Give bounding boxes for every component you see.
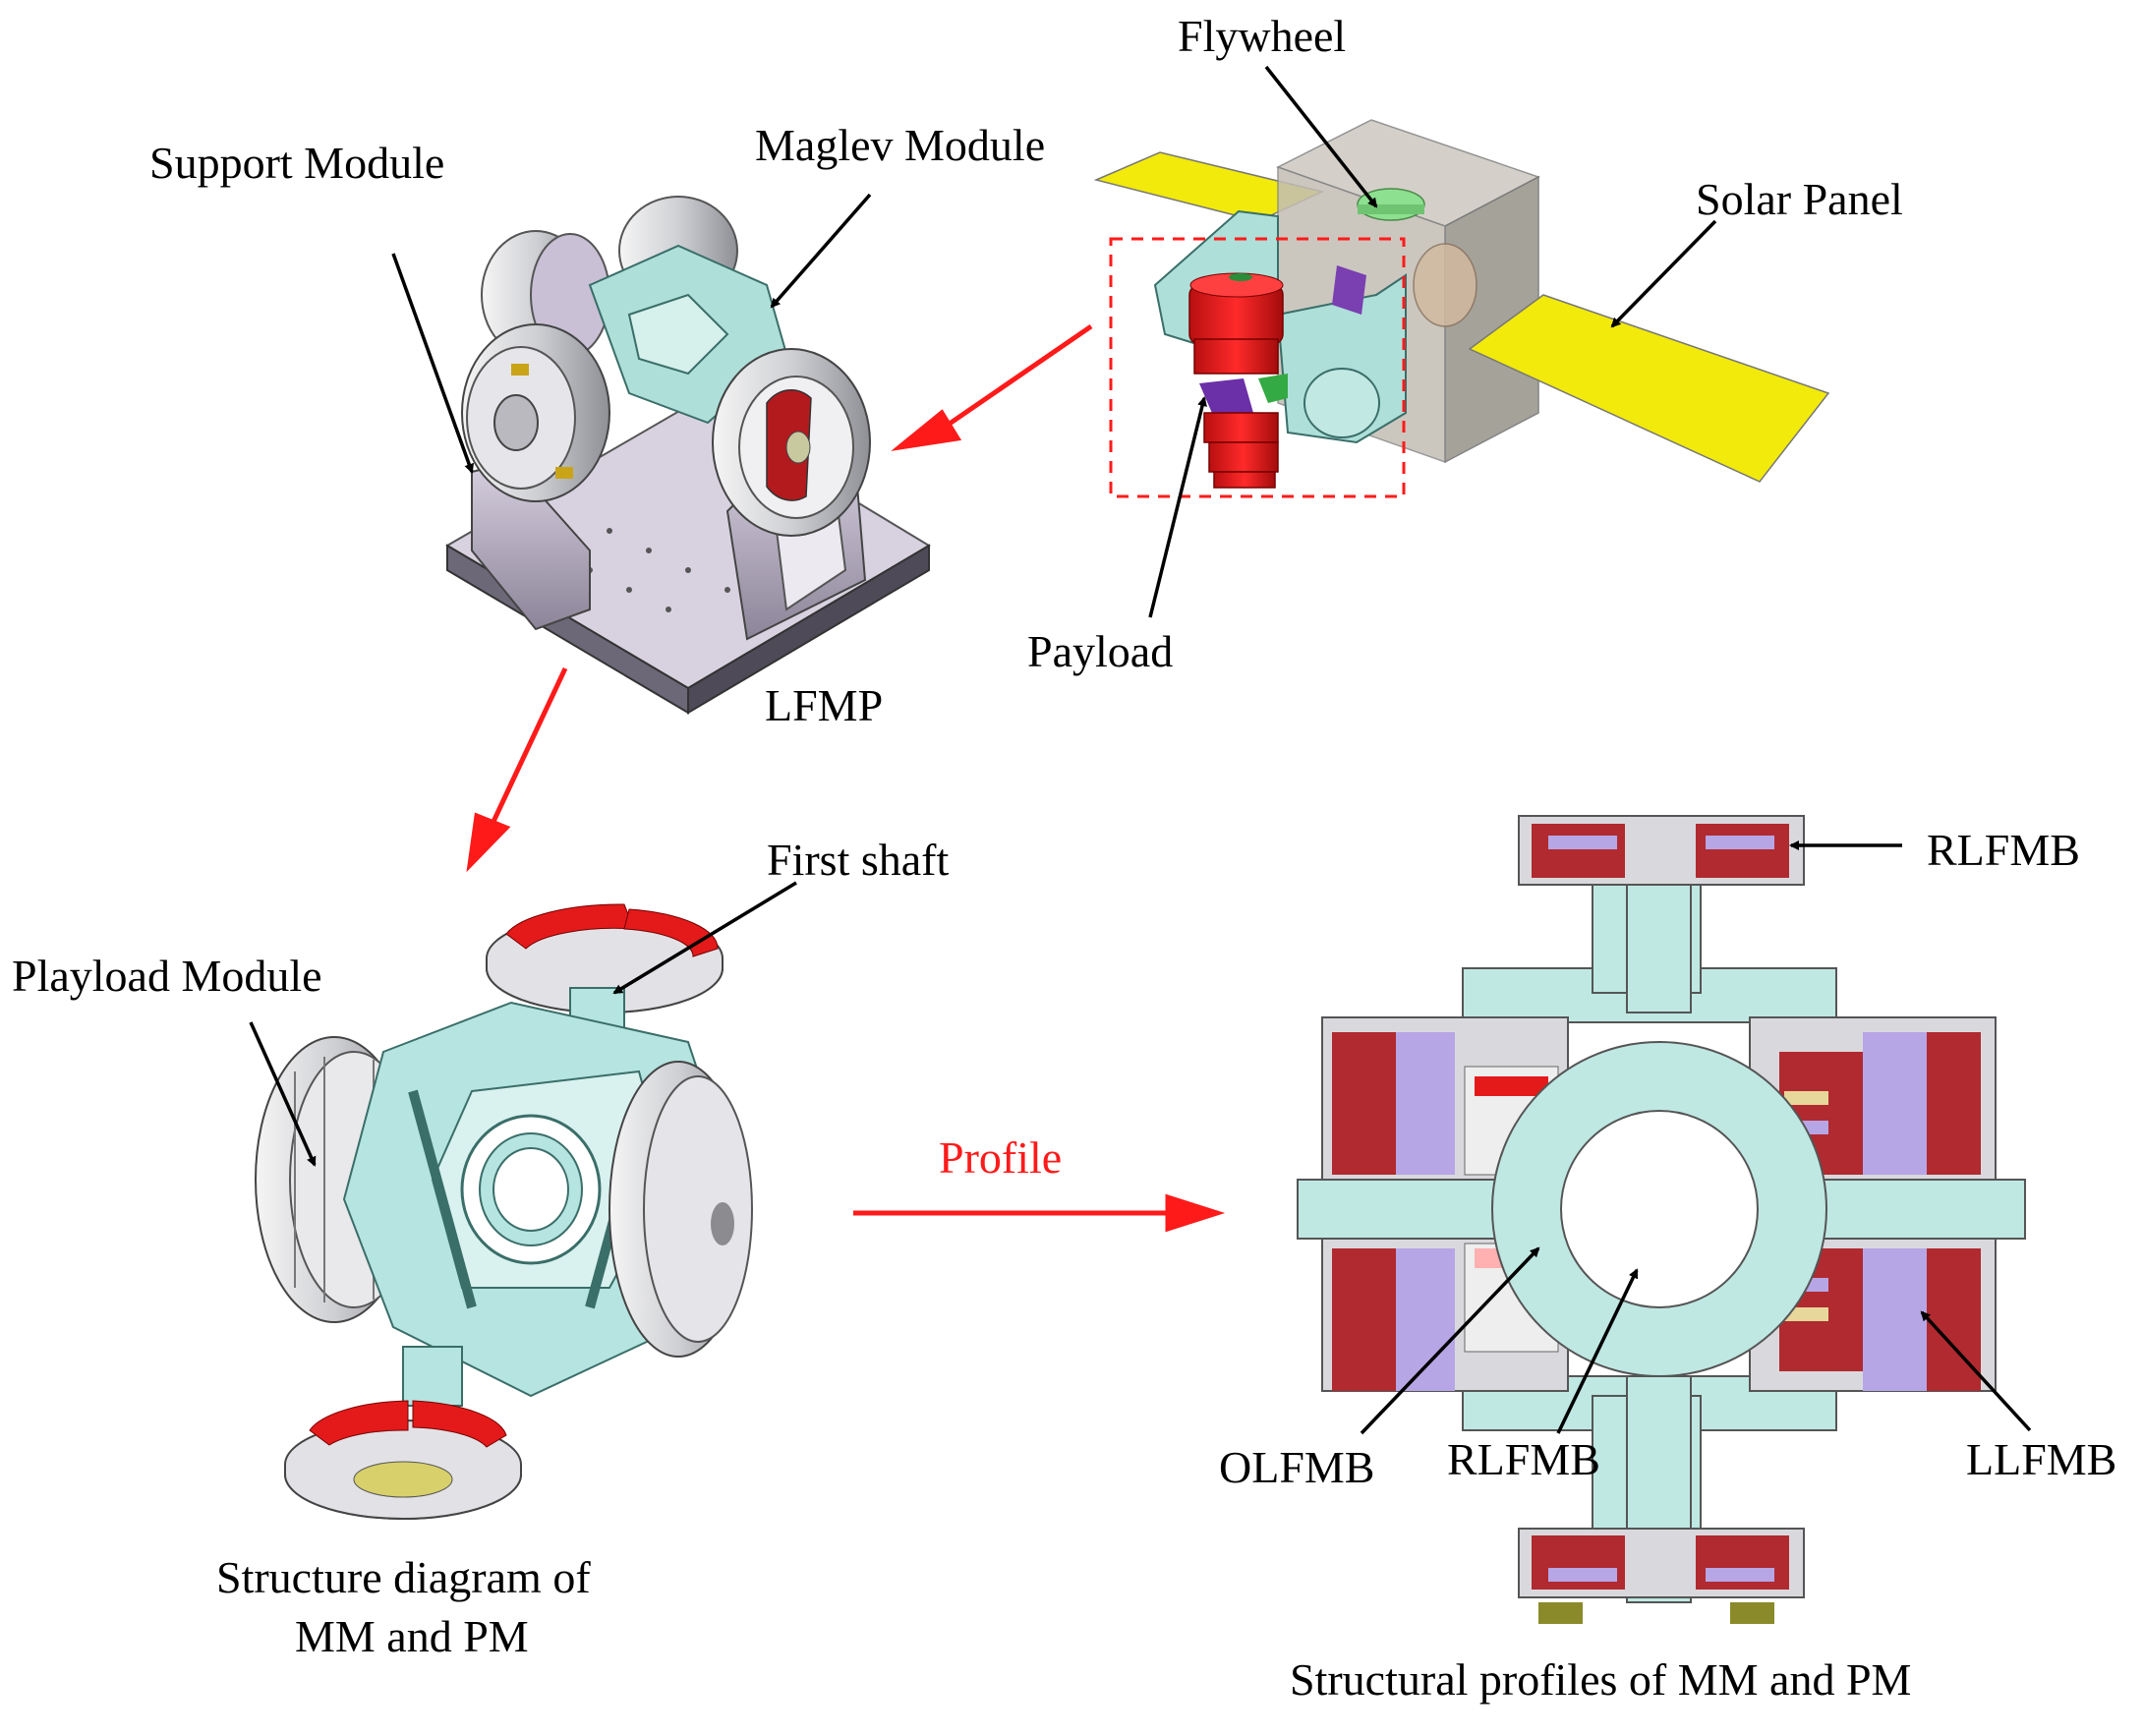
playload-module-label: Playload Module: [12, 951, 322, 1001]
caption-right: Structural profiles of MM and PM: [1290, 1654, 1912, 1705]
lfmp-illustration: [445, 196, 931, 715]
caption-left-line2: MM and PM: [295, 1611, 529, 1661]
profile-label: Profile: [939, 1132, 1063, 1183]
flywheel-label: Flywheel: [1178, 11, 1347, 61]
structure-illustration: [255, 903, 753, 1520]
profile-illustration: [1297, 815, 2026, 1624]
rlfmb-bottom-label: RLFMB: [1447, 1434, 1600, 1484]
payload-highlight-box: [1109, 237, 1406, 498]
support-module-label: Support Module: [149, 138, 445, 188]
flow-arrows: [466, 323, 1226, 1233]
payload-label: Payload: [1027, 626, 1174, 676]
olfmb-label: OLFMB: [1219, 1442, 1375, 1492]
maglev-module-label: Maglev Module: [755, 120, 1046, 170]
satellite-illustration: [1093, 119, 1830, 498]
pointer-arrows: [249, 65, 2032, 1435]
lfmp-label: LFMP: [765, 680, 884, 730]
solar-panel-label: Solar Panel: [1696, 174, 1903, 224]
llfmb-label: LLFMB: [1966, 1434, 2117, 1484]
rlfmb-top-label: RLFMB: [1927, 825, 2080, 875]
payload-stack: [1188, 272, 1288, 489]
caption-left-line1: Structure diagram of: [216, 1552, 591, 1602]
first-shaft-label: First shaft: [767, 835, 950, 885]
